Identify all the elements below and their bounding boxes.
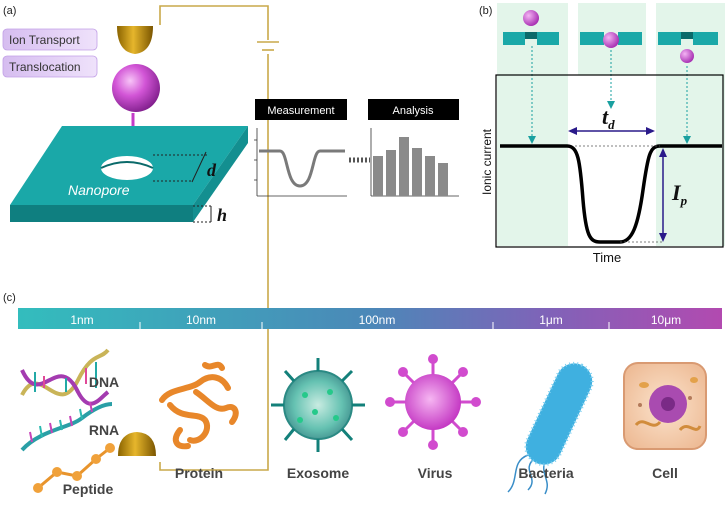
pore-state-after: [658, 32, 718, 63]
analysis-header: [368, 99, 459, 120]
nanopore-text: Nanopore: [68, 182, 130, 198]
ip-arrow: [659, 148, 667, 242]
dimension-h-label: h: [217, 205, 227, 225]
dimension-h: [193, 205, 212, 223]
ion-transport-text: Ion Transport: [9, 33, 80, 47]
measurement-plot: [254, 128, 347, 197]
td-label: td: [602, 104, 615, 132]
bottom-electrode-icon: [118, 432, 156, 456]
cell-icon: [623, 362, 707, 450]
exosome-icon: [271, 358, 365, 452]
dimension-d-label: d: [207, 160, 217, 180]
y-axis-label: Ionic current: [480, 128, 494, 195]
circuit-wire: [159, 5, 269, 471]
scale-1um: 1μm: [539, 313, 563, 327]
ionic-current-trace: [500, 144, 722, 244]
pore-state-before: [503, 10, 559, 45]
scale-1nm: 1nm: [70, 313, 93, 327]
translocation-tag: Translocation: [2, 55, 98, 78]
exosome-label: Exosome: [287, 465, 349, 481]
dna-icon: [20, 348, 110, 406]
analyte-sphere-icon: [112, 64, 160, 112]
panel-a-label: (a): [3, 5, 16, 17]
panel-b-label: (b): [479, 5, 492, 17]
dna-label: DNA: [89, 374, 119, 390]
peptide-icon: [33, 443, 115, 493]
current-trace-frame: [495, 74, 724, 248]
translocation-text: Translocation: [9, 60, 81, 74]
td-arrow: [568, 127, 655, 135]
virus-icon: [385, 354, 481, 450]
peptide-label: Peptide: [63, 481, 114, 497]
protein-label: Protein: [175, 465, 223, 481]
measurement-text: Measurement: [267, 105, 334, 117]
analysis-histogram: [370, 128, 459, 197]
measurement-header: [255, 99, 347, 120]
panel-c-label: (c): [3, 292, 16, 304]
top-electrode-icon: [117, 26, 153, 54]
cell-label: Cell: [652, 465, 678, 481]
scale-10nm: 10nm: [186, 313, 216, 327]
size-scale-bar: [18, 308, 722, 329]
bacteria-icon: [507, 361, 594, 495]
pore-state-during: [580, 32, 642, 48]
ip-label: Ip: [671, 180, 688, 208]
protein-icon: [159, 361, 239, 450]
scale-10um: 10μm: [651, 313, 681, 327]
scale-ticks: [139, 322, 610, 329]
pore-hole: [101, 156, 153, 180]
x-axis-label: Time: [593, 250, 621, 265]
dimension-d: [153, 151, 208, 183]
battery-icon: [254, 40, 282, 54]
scale-100nm: 100nm: [359, 313, 396, 327]
ion-transport-tag: Ion Transport: [2, 28, 98, 51]
virus-label: Virus: [418, 465, 453, 481]
rna-label: RNA: [89, 422, 119, 438]
bacteria-label: Bacteria: [518, 465, 573, 481]
nanopore-membrane: [10, 126, 248, 222]
analysis-text: Analysis: [393, 105, 434, 117]
rna-icon: [20, 401, 113, 452]
